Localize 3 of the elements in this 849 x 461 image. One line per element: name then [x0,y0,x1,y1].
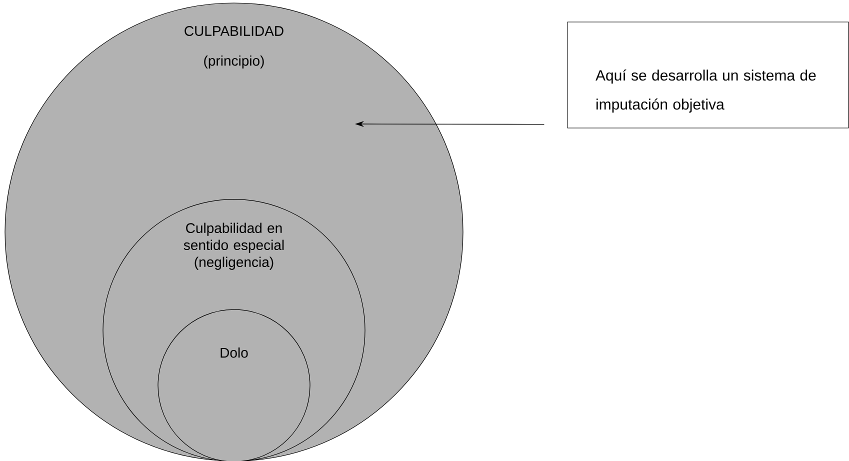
node-label: Dolo [220,347,248,358]
text-box: Aquí se desarrolla un sistema de imputación objetiva [567,22,849,128]
node-label: Culpabilidad en sentido especial (negligencia) [184,222,284,270]
